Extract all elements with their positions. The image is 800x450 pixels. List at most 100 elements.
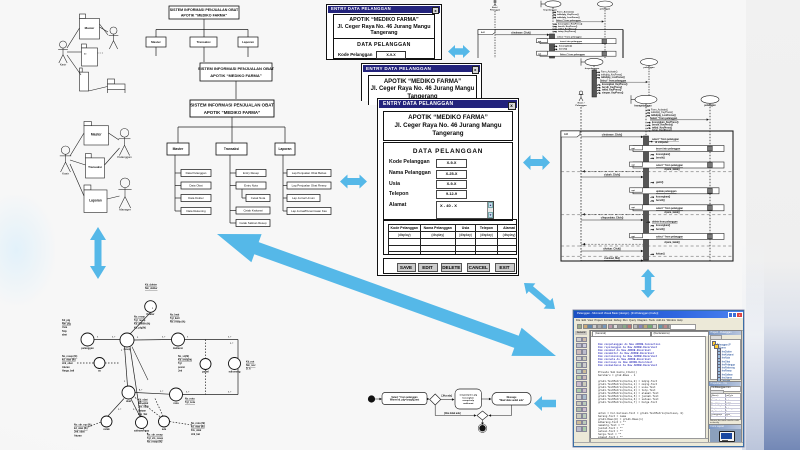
svg-text:c/keluar_Click(): c/keluar_Click() — [603, 247, 621, 250]
svg-text:opt: opt — [632, 163, 636, 166]
svg-text:1: 1 — [97, 337, 99, 339]
svg-text:update pelanggan: update pelanggan — [656, 190, 677, 193]
svg-text:Tgl_resep: Tgl_resep — [134, 319, 146, 322]
svg-text:kosongkan(): kosongkan() — [656, 224, 670, 227]
svg-text:Lap.Penjualan Obat Bebas: Lap.Penjualan Obat Bebas — [292, 171, 327, 175]
svg-text:1..*: 1..* — [118, 409, 121, 411]
svg-text:opt: opt — [632, 235, 636, 238]
svg-text:Master: Master — [91, 133, 102, 137]
svg-text:tekkdplg_LostFocus(): tekkdplg_LostFocus() — [557, 16, 580, 19]
svg-text:Pelanggan: Pelanggan — [117, 155, 132, 159]
svg-text:kosongkan(): kosongkan() — [656, 195, 670, 198]
svg-text:c/indexare_Click(): c/indexare_Click() — [602, 133, 623, 136]
svg-text:APOTIK “MEDIKO FARMA”: APOTIK “MEDIKO FARMA” — [204, 110, 261, 115]
svg-text:Pelanggan: Pelanggan — [575, 105, 587, 107]
svg-text:Jml: Jml — [178, 369, 182, 372]
svg-text:opt: opt — [538, 52, 541, 55]
svg-text:Select * from pelanggan: Select * from pelanggan — [650, 117, 678, 120]
svg-text:insert into pelanggan: insert into pelanggan — [560, 40, 583, 43]
svg-text:bersih_KeyPress(): bersih_KeyPress() — [558, 26, 577, 28]
svg-text:No_kwit: No_kwit — [170, 314, 179, 317]
svg-text:Tgl: Tgl — [178, 362, 182, 365]
svg-text:Pelanggan: Pelanggan — [490, 10, 501, 12]
svg-text:1..*: 1..* — [162, 337, 165, 339]
svg-text:c/unload_Me(): c/unload_Me() — [604, 257, 620, 260]
svg-text:Nm_plg: Nm_plg — [62, 323, 71, 326]
svg-text:Transaksi: Transaksi — [224, 147, 239, 151]
svg-text:bersih_KeyPress(): bersih_KeyPress() — [602, 87, 622, 89]
svg-text:APOTIK “MEDIKO FARMA”: APOTIK “MEDIKO FARMA” — [181, 13, 228, 17]
svg-text:as: as — [98, 369, 101, 372]
svg-text:Kd_dokter: Kd_dokter — [145, 284, 157, 287]
svg-text:kd_obat (fk): kd_obat (fk) — [74, 427, 88, 430]
svg-text:Lap.Penjualan Obat Resep: Lap.Penjualan Obat Resep — [292, 184, 327, 188]
svg-text:Transaksi: Transaksi — [88, 165, 102, 169]
svg-text:Entry Nota: Entry Nota — [244, 184, 258, 188]
svg-text:c/para_batal(): c/para_batal() — [664, 211, 680, 214]
svg-text:1..*: 1..* — [228, 392, 231, 394]
svg-text:bersih_KeyPress(): bersih_KeyPress() — [652, 124, 673, 127]
svg-text:cetak: cetak — [103, 428, 110, 431]
svg-text:No_sn(fk): No_sn(fk) — [178, 355, 189, 358]
svg-text:ada: ada — [162, 428, 167, 431]
svg-text:1: 1 — [187, 337, 189, 339]
svg-text:Nm_nov: Nm_nov — [246, 364, 256, 367]
svg-text:frmmpelanggan: frmmpelanggan — [634, 106, 652, 108]
svg-text:No_nota (fk): No_nota (fk) — [191, 422, 205, 425]
svg-text:Kd_dokter (fk): Kd_dokter (fk) — [134, 323, 150, 326]
svg-text:APOTIK “MEDIKO FARMA”: APOTIK “MEDIKO FARMA” — [210, 73, 262, 78]
svg-text:kosongkan(): kosongkan() — [656, 153, 670, 156]
svg-text:Nm_dokter: Nm_dokter — [145, 287, 158, 290]
svg-text:delete from pelanggan: delete from pelanggan — [652, 220, 678, 223]
svg-text:Laporan: Laporan — [278, 147, 291, 151]
svg-text:di smtpanel: di smtpanel — [655, 141, 669, 144]
svg-text:Message: Message — [507, 397, 517, 399]
svg-text:bersih(): bersih() — [656, 157, 665, 160]
svg-text:[Jika ada]: [Jika ada] — [442, 396, 453, 398]
svg-text:4..*: 4..* — [139, 389, 142, 392]
svg-text:Cetak Nota: Cetak Nota — [251, 196, 266, 200]
svg-text:Kasir: Kasir — [60, 63, 66, 67]
svg-text:No_resep: No_resep — [134, 316, 145, 319]
svg-text:Cetak Salinan Resep: Cetak Salinan Resep — [239, 221, 267, 225]
svg-text:bersih(): bersih() — [656, 199, 665, 202]
svg-text:1: 1 — [124, 381, 126, 383]
svg-text:No_sln_rsp (fk): No_sln_rsp (fk) — [74, 424, 92, 427]
svg-text:Form_Activate(): Form_Activate() — [601, 71, 618, 74]
svg-text:Kasir /: Kasir / — [492, 7, 499, 9]
svg-text:pelanggan: pelanggan — [644, 67, 656, 69]
svg-text:frmpelanggan: frmpelanggan — [585, 68, 600, 70]
svg-text:Kd_arsip(fk): Kd_arsip(fk) — [178, 359, 192, 362]
svg-text:“Maaf data sudah ada”: “Maaf data sudah ada” — [499, 399, 524, 402]
svg-text:tekkdplg_KeyPress(): tekkdplg_KeyPress() — [651, 111, 673, 114]
svg-text:almt: almt — [62, 333, 67, 336]
svg-text:frmpelanggan: frmpelanggan — [543, 8, 557, 11]
svg-text:SISTEM INFORMASI PENJUALAN OBA: SISTEM INFORMASI PENJUALAN OBAT — [170, 8, 239, 12]
svg-text:Tr: Tr — [84, 52, 87, 56]
svg-text:tutup_KeyPress(): tutup_KeyPress() — [558, 30, 576, 33]
svg-text:tekkdplg_LostFocus(): tekkdplg_LostFocus() — [601, 76, 625, 79]
svg-text:bersih(): bersih() — [656, 228, 665, 231]
svg-text:Lap.Jurnal Umum: Lap.Jurnal Umum — [292, 196, 315, 200]
svg-text:1..*: 1..* — [160, 391, 163, 393]
svg-text:Nm_obat: Nm_obat — [138, 402, 148, 405]
svg-text:Hrg_Sat: Hrg_Sat — [138, 413, 147, 416]
svg-text:tekkdplg_LostFocus(): tekkdplg_LostFocus() — [651, 114, 676, 117]
svg-text:select * from pelanggan: select * from pelanggan — [557, 36, 582, 39]
svg-text:posisi: posisi — [178, 366, 185, 369]
svg-text:No_resep (fk): No_resep (fk) — [62, 355, 77, 358]
svg-text:c/para_batal(): c/para_batal() — [664, 168, 680, 171]
svg-text:select * from pelanggan: select * from pelanggan — [656, 236, 684, 239]
svg-text:kosongkan_KeyPress(): kosongkan_KeyPress() — [558, 23, 582, 25]
svg-text:pelanggan: pelanggan — [704, 105, 716, 107]
svg-text:opt: opt — [632, 147, 636, 150]
svg-text:salinanresep: salinanresep — [134, 429, 150, 432]
svg-text:Tgl_kwit: Tgl_kwit — [170, 317, 180, 320]
svg-text:simpan_KeyPress(): simpan_KeyPress() — [602, 92, 624, 94]
svg-text:comp+help: comp+help — [462, 400, 474, 402]
svg-text:maklumat: maklumat — [463, 402, 473, 405]
svg-text:Kasir /: Kasir / — [578, 103, 585, 105]
svg-text:SISTEM INFORMASI PENJUALAN OBA: SISTEM INFORMASI PENJUALAN OBAT — [198, 66, 275, 71]
svg-text:parinl: parinl — [202, 370, 209, 373]
svg-text:kd_obat (fk): kd_obat (fk) — [62, 359, 76, 362]
